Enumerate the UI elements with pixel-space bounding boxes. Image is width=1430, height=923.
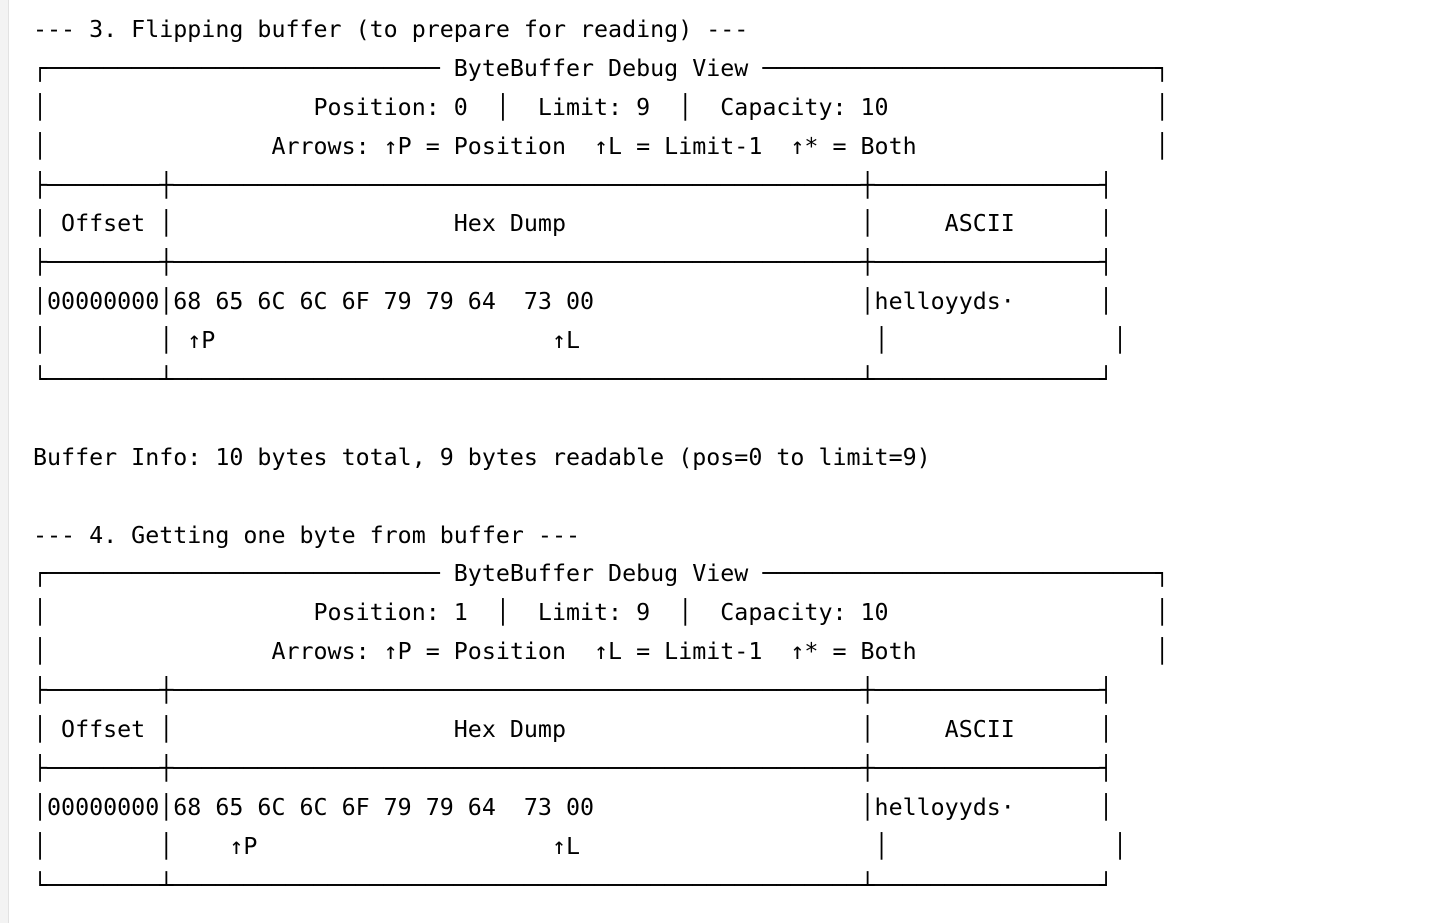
section-3-heading: --- 3. Flipping buffer (to prepare for r… — [33, 16, 749, 43]
blank-line — [33, 400, 1430, 439]
box3-marker-row: │ │ ↑P ↑L │ │ — [33, 327, 1128, 355]
left-panel-edge — [0, 0, 9, 923]
box3-table-border-top: ├────────┼──────────────────────────────… — [33, 171, 1113, 199]
box4-data-row: │00000000│68 65 6C 6C 6F 79 79 64 73 00 … — [33, 793, 1113, 821]
box4-table-border-top: ├────────┼──────────────────────────────… — [33, 677, 1113, 705]
section-4-heading: --- 4. Getting one byte from buffer --- — [33, 521, 581, 549]
box3-arrows-legend: │ Arrows: ↑P = Position ↑L = Limit-1 ↑* … — [33, 132, 1170, 160]
box4-arrows-legend: │ Arrows: ↑P = Position ↑L = Limit-1 ↑* … — [33, 638, 1170, 666]
box4-table-header-row: │ Offset │ Hex Dump │ ASCII │ — [33, 716, 1113, 744]
box3-table-header-divider: ├────────┼──────────────────────────────… — [33, 249, 1113, 277]
box3-title-border: ┌──────────────────────────── ByteBuffer… — [33, 54, 1170, 82]
blank-line — [33, 478, 1430, 517]
box4-table-border-bottom: └────────┴──────────────────────────────… — [33, 871, 1113, 899]
box4-title-border: ┌──────────────────────────── ByteBuffer… — [33, 560, 1170, 588]
box4-status-row: │ Position: 1 │ Limit: 9 │ Capacity: 10 … — [33, 599, 1170, 627]
box3-table-header-row: │ Offset │ Hex Dump │ ASCII │ — [33, 210, 1113, 238]
buffer-info-line: Buffer Info: 10 bytes total, 9 bytes rea… — [33, 443, 931, 471]
box3-data-row: │00000000│68 65 6C 6C 6F 79 79 64 73 00 … — [33, 288, 1113, 316]
box4-table-header-divider: ├────────┼──────────────────────────────… — [33, 754, 1113, 782]
box3-table-border-bottom: └────────┴──────────────────────────────… — [33, 366, 1113, 394]
box4-marker-row: │ │ ↑P ↑L │ │ — [33, 832, 1128, 860]
box3-status-row: │ Position: 0 │ Limit: 9 │ Capacity: 10 … — [33, 93, 1170, 121]
